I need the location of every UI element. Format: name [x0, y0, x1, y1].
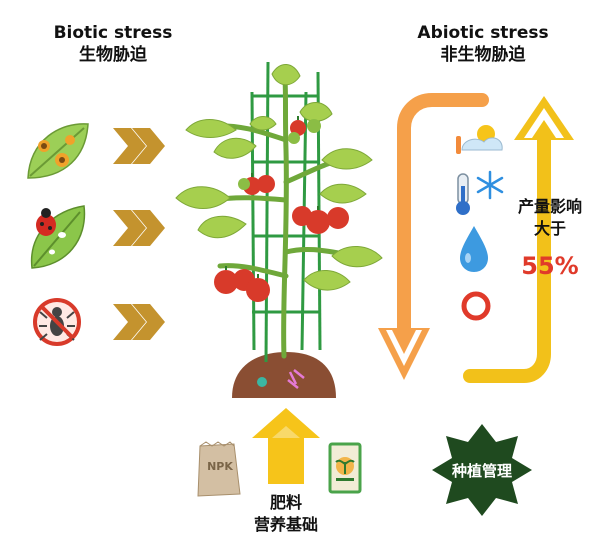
chevron-row-1-icon	[113, 128, 165, 164]
yield-impact-percent: 55%	[521, 252, 579, 280]
ladybug-leaf-icon	[30, 205, 86, 269]
chevron-row-2-icon	[113, 210, 165, 246]
npk-bag-icon	[197, 441, 241, 497]
seed-packet-icon	[328, 442, 362, 494]
nutrition-line1: 肥料	[269, 493, 302, 512]
management-label: 种植管理	[451, 462, 512, 480]
snowflake-icon	[476, 170, 504, 200]
root-fungi-icon	[287, 369, 305, 389]
orange-down-arrow	[378, 93, 489, 380]
infected-leaf-icon	[27, 123, 89, 179]
biotic-title-zh: 生物胁迫	[79, 45, 147, 65]
abiotic-title-zh: 非生物胁迫	[440, 45, 526, 65]
abiotic-title: Abiotic stress 非生物胁迫	[398, 22, 568, 66]
yield-impact-line2: 大于	[533, 219, 566, 238]
biotic-title-en: Biotic stress	[53, 23, 173, 43]
chevron-arrows	[113, 128, 165, 340]
sun-cloud-icon	[456, 125, 503, 154]
thermometer-icon	[456, 173, 470, 215]
no-pest-icon	[33, 298, 81, 346]
biotic-title: Biotic stress 生物胁迫	[38, 22, 188, 66]
chevron-row-3-icon	[113, 304, 165, 340]
water-drop-icon	[460, 226, 488, 272]
nutrition-up-arrow	[252, 408, 320, 484]
ring-icon	[461, 291, 491, 321]
tomato-plant-illustration	[175, 61, 383, 398]
abiotic-title-en: Abiotic stress	[417, 23, 549, 43]
yield-impact-line1: 产量影响	[517, 197, 582, 216]
yield-impact: 产量影响 大于	[500, 196, 600, 240]
yellow-up-arrow	[463, 96, 574, 383]
microbe-icon	[257, 377, 267, 387]
management-badge-icon	[432, 424, 532, 516]
npk-bag-label: NPK	[207, 460, 233, 473]
tomatoes	[214, 116, 349, 302]
nutrition-line2: 营养基础	[253, 515, 318, 534]
nutrition-label: 肥料 营养基础	[236, 492, 336, 536]
